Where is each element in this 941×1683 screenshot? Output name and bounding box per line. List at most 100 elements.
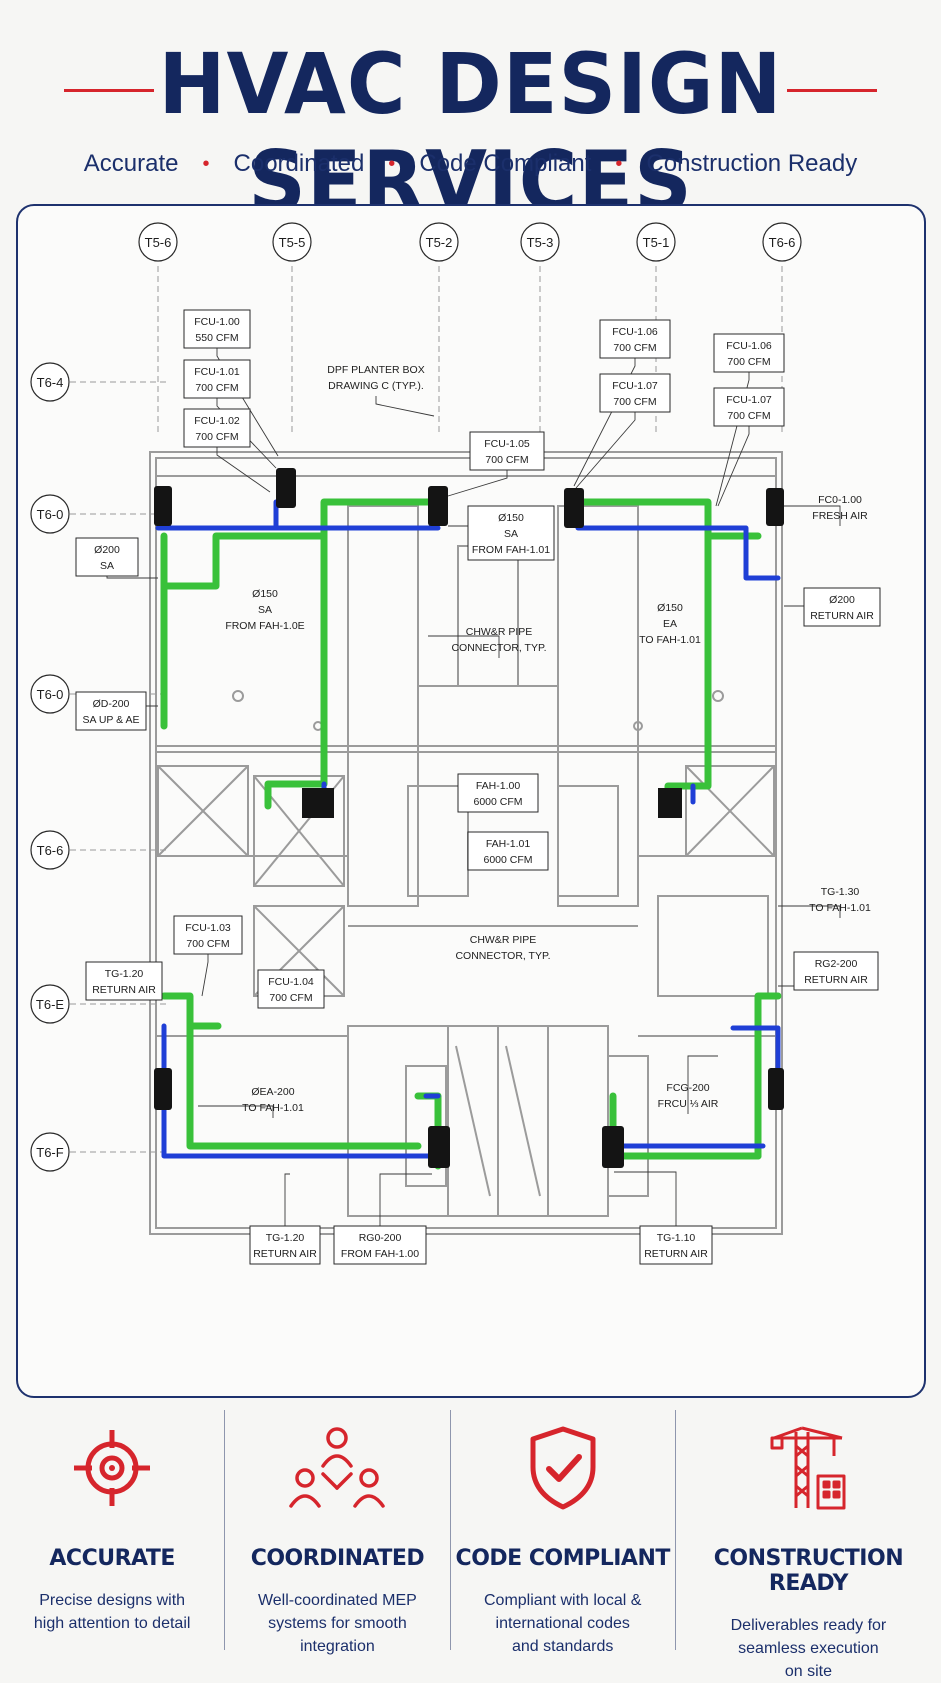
svg-text:FCU-1.06: FCU-1.06 <box>726 340 772 352</box>
tagline-construction-ready: Construction Ready <box>646 150 858 177</box>
feature-row: ACCURATE Precise designs with high atten… <box>0 1410 941 1680</box>
svg-text:Ø150: Ø150 <box>657 602 683 614</box>
svg-text:700 CFM: 700 CFM <box>613 396 656 408</box>
tagline-code-compliant: Code Compliant <box>419 150 592 177</box>
feature-accurate: ACCURATE Precise designs with high atten… <box>0 1410 224 1650</box>
feature-construction-ready: CONSTRUCTION READY Deliverables ready fo… <box>674 1410 941 1680</box>
svg-text:TO FAH-1.01: TO FAH-1.01 <box>809 902 871 914</box>
svg-text:FCU-1.01: FCU-1.01 <box>194 366 240 378</box>
feature-title: CONSTRUCTION READY <box>713 1546 904 1596</box>
grid-column-bubble: T5-2 <box>419 222 459 262</box>
svg-text:T5-6: T5-6 <box>145 235 172 250</box>
equipment-tag: CHW&R PIPE CONNECTOR, TYP. <box>428 626 547 658</box>
grid-row-bubble: T6-F <box>30 1132 70 1172</box>
shield-check-icon <box>451 1418 675 1518</box>
svg-text:6000 CFM: 6000 CFM <box>483 854 532 866</box>
team-network-icon <box>225 1418 449 1518</box>
svg-text:T5-2: T5-2 <box>426 235 453 250</box>
feature-title: ACCURATE <box>49 1546 175 1571</box>
svg-text:DPF PLANTER BOX: DPF PLANTER BOX <box>327 364 424 376</box>
svg-text:FROM FAH-1.0E: FROM FAH-1.0E <box>225 620 304 632</box>
svg-text:TG-1.30: TG-1.30 <box>821 886 860 898</box>
tagline-accurate: Accurate <box>83 150 179 177</box>
svg-text:RETURN AIR: RETURN AIR <box>810 610 874 622</box>
svg-text:TG-1.20: TG-1.20 <box>105 968 144 980</box>
grid-column-bubble: T5-3 <box>520 222 560 262</box>
feature-description: Compliant with local & international cod… <box>484 1592 642 1655</box>
feature-title: CODE COMPLIANT <box>455 1546 671 1571</box>
grid-column-bubble: T5-6 <box>138 222 178 262</box>
svg-text:RETURN AIR: RETURN AIR <box>804 974 868 986</box>
svg-text:RETURN AIR: RETURN AIR <box>92 984 156 996</box>
svg-text:FAH-1.01: FAH-1.01 <box>486 838 531 850</box>
svg-text:700 CFM: 700 CFM <box>485 454 528 466</box>
svg-text:T5-1: T5-1 <box>643 235 670 250</box>
svg-text:TO FAH-1.01: TO FAH-1.01 <box>242 1102 304 1114</box>
bullet-dot-icon: • <box>615 152 623 175</box>
svg-text:550 CFM: 550 CFM <box>195 332 238 344</box>
feature-coordinated: COORDINATED Well-coordinated MEP systems… <box>224 1410 449 1655</box>
svg-text:T6-0: T6-0 <box>37 507 64 522</box>
svg-text:FAH-1.00: FAH-1.00 <box>476 780 521 792</box>
header-rule-right <box>787 89 877 92</box>
grid-column-bubble: T5-5 <box>272 222 312 262</box>
svg-text:EA: EA <box>663 618 677 630</box>
header-rule-left <box>64 89 154 92</box>
svg-text:FROM FAH-1.00: FROM FAH-1.00 <box>341 1248 419 1260</box>
svg-text:RETURN AIR: RETURN AIR <box>253 1248 317 1260</box>
svg-text:CONNECTOR, TYP.: CONNECTOR, TYP. <box>451 642 546 654</box>
equipment-tag: FCU-1.00 550 CFM <box>183 309 279 457</box>
svg-text:700 CFM: 700 CFM <box>195 431 238 443</box>
svg-text:T6-4: T6-4 <box>37 375 64 390</box>
svg-text:700 CFM: 700 CFM <box>186 938 229 950</box>
svg-text:FCU-1.04: FCU-1.04 <box>268 976 314 988</box>
svg-text:FC0-1.00: FC0-1.00 <box>818 494 862 506</box>
tagline: Accurate • Coordinated • Code Compliant … <box>0 150 941 178</box>
svg-text:T6-6: T6-6 <box>769 235 796 250</box>
building-walls <box>149 451 783 1235</box>
svg-text:700 CFM: 700 CFM <box>269 992 312 1004</box>
svg-text:Ø200: Ø200 <box>829 594 855 606</box>
svg-text:6000 CFM: 6000 CFM <box>473 796 522 808</box>
svg-text:FCU-1.00: FCU-1.00 <box>194 316 240 328</box>
grid-row-bubble: T6-0 <box>30 494 70 534</box>
svg-text:CHW&R PIPE: CHW&R PIPE <box>466 626 533 638</box>
equipment-tag: FCU-1.04 700 CFM <box>257 969 325 1009</box>
equipment-tag: FAH-1.01 6000 CFM <box>467 831 549 871</box>
page-title: HVAC DESIGN SERVICES <box>158 35 783 231</box>
grid-row-bubble: T6-0 <box>30 674 70 714</box>
svg-text:CHW&R PIPE: CHW&R PIPE <box>470 934 537 946</box>
svg-text:TG-1.20: TG-1.20 <box>266 1232 305 1244</box>
grid-column-bubble: T6-6 <box>762 222 802 262</box>
grid-row-bubble: T6-6 <box>30 830 70 870</box>
feature-description: Well-coordinated MEP systems for smooth … <box>257 1592 417 1655</box>
svg-text:T6-6: T6-6 <box>37 843 64 858</box>
grid-column-bubble: T5-1 <box>636 222 676 262</box>
bullet-dot-icon: • <box>388 152 396 175</box>
svg-text:SA: SA <box>100 560 114 572</box>
svg-text:FCG-200: FCG-200 <box>666 1082 709 1094</box>
svg-text:FRCU ⅓ AIR: FRCU ⅓ AIR <box>658 1098 719 1110</box>
svg-text:Ø150: Ø150 <box>252 588 278 600</box>
svg-text:Ø150: Ø150 <box>498 512 524 524</box>
feature-code-compliant: CODE COMPLIANT Compliant with local & in… <box>449 1410 675 1655</box>
svg-text:FCU-1.07: FCU-1.07 <box>726 394 772 406</box>
svg-text:T5-5: T5-5 <box>279 235 306 250</box>
svg-text:RETURN AIR: RETURN AIR <box>644 1248 708 1260</box>
